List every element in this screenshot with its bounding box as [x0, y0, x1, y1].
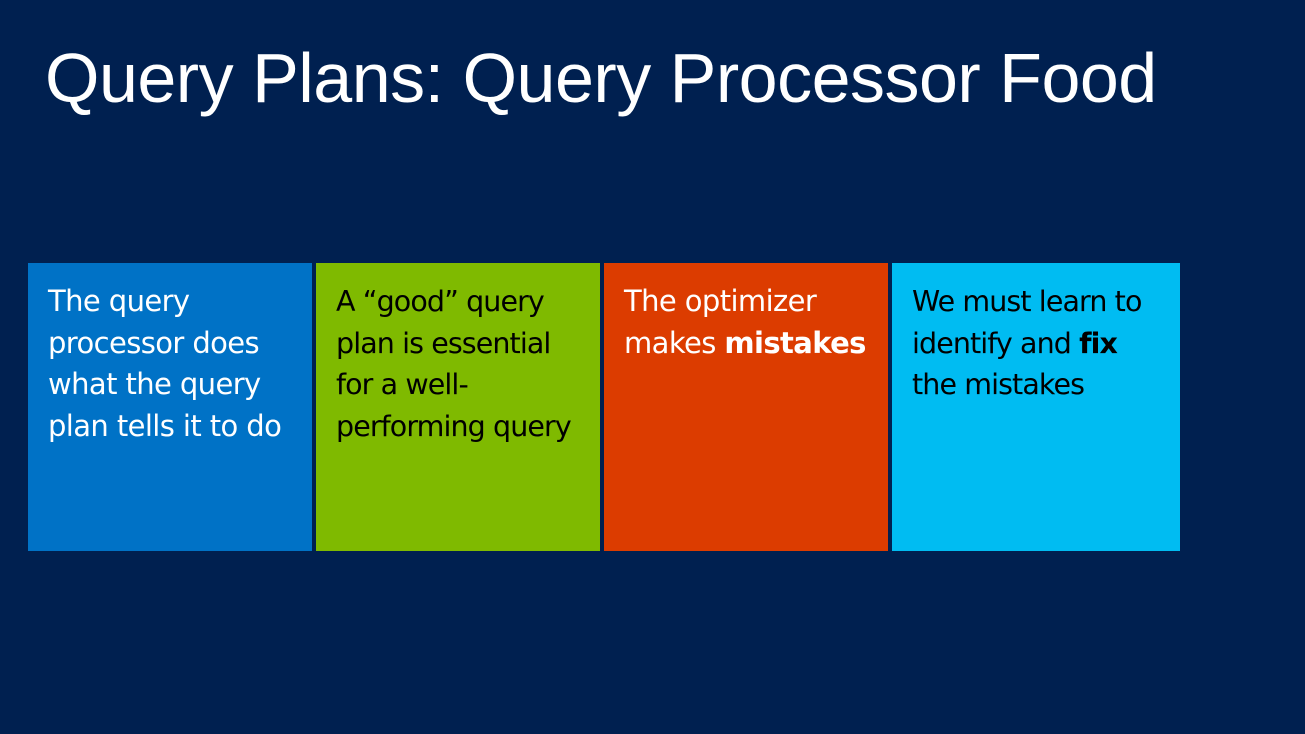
tile-fix-mistakes-emphasis: fix [1079, 326, 1118, 360]
tile-optimizer-mistakes-emphasis: mistakes [724, 325, 866, 360]
tile-query-processor: The query processor does what the query … [28, 263, 312, 551]
tile-fix-mistakes-text-start: We must learn to identify and [912, 285, 1142, 360]
tile-optimizer-mistakes-text: The optimizer makes mistakes [624, 281, 874, 364]
tile-optimizer-mistakes-text-start: The optimizer makes [624, 284, 817, 360]
slide-title: Query Plans: Query Processor Food [45, 39, 1157, 117]
tile-fix-mistakes-text-end: the mistakes [912, 368, 1085, 401]
tile-good-query-plan-text: A “good” query plan is essential for a w… [336, 285, 572, 443]
tile-optimizer-mistakes: The optimizer makes mistakes [604, 263, 888, 551]
tile-query-processor-text: The query processor does what the query … [48, 284, 282, 443]
tile-fix-mistakes-text: We must learn to identify and fix the mi… [912, 281, 1166, 406]
tile-good-query-plan: A “good” query plan is essential for a w… [316, 263, 600, 551]
tile-fix-mistakes: We must learn to identify and fix the mi… [892, 263, 1180, 551]
